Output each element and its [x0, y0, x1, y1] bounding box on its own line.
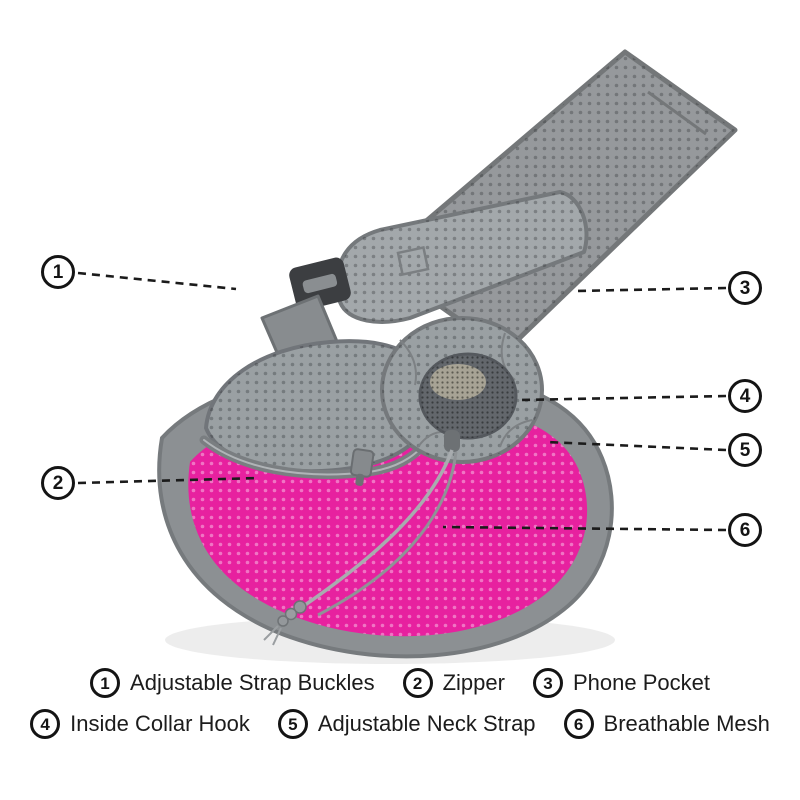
drawstring-cord — [263, 430, 460, 646]
bag-flap — [203, 339, 435, 474]
legend-badge-3: 3 — [532, 668, 563, 698]
callout-lines — [77, 271, 727, 532]
collar-opening — [380, 316, 544, 464]
callout-marker-2: 2 — [41, 466, 75, 500]
legend-item-5: 5 Adjustable Neck Strap — [277, 709, 536, 739]
callout-line-5 — [546, 440, 727, 452]
legend-row-1: 1 Adjustable Strap Buckles 2 Zipper 3 Ph… — [90, 668, 710, 698]
legend-badge-4: 4 — [30, 709, 61, 739]
callout-marker-6: 6 — [728, 513, 762, 547]
strap-pad — [335, 190, 589, 324]
legend: 1 Adjustable Strap Buckles 2 Zipper 3 Ph… — [0, 668, 800, 739]
pad-stitch-square — [396, 246, 430, 276]
zipper-slider — [349, 448, 375, 486]
callout-line-3 — [574, 286, 727, 293]
strap-buckle — [260, 257, 351, 366]
callout-line-4 — [518, 394, 727, 402]
legend-row-2: 4 Inside Collar Hook 5 Adjustable Neck S… — [30, 709, 770, 739]
callout-marker-4: 4 — [728, 379, 762, 413]
legend-item-2: 2 Zipper — [402, 668, 505, 698]
callout-marker-3: 3 — [728, 271, 762, 305]
legend-item-1: 1 Adjustable Strap Buckles — [90, 668, 375, 698]
legend-label-5: Adjustable Neck Strap — [317, 711, 536, 736]
legend-badge-1: 1 — [90, 668, 121, 698]
legend-badge-6: 6 — [563, 709, 594, 739]
legend-label-4: Inside Collar Hook — [70, 711, 250, 736]
zipper-trim — [199, 427, 435, 486]
callout-line-6 — [442, 525, 727, 532]
legend-item-6: 6 Breathable Mesh — [563, 709, 770, 739]
legend-label-1: Adjustable Strap Buckles — [130, 670, 375, 695]
legend-item-3: 3 Phone Pocket — [532, 668, 710, 698]
legend-item-4: 4 Inside Collar Hook — [30, 709, 250, 739]
callout-marker-1: 1 — [41, 255, 75, 289]
legend-label-3: Phone Pocket — [572, 670, 710, 695]
legend-label-2: Zipper — [442, 670, 505, 695]
legend-badge-5: 5 — [277, 709, 308, 739]
legend-badge-2: 2 — [402, 668, 433, 698]
callout-marker-5: 5 — [728, 433, 762, 467]
callout-line-1 — [77, 271, 237, 291]
legend-label-6: Breathable Mesh — [603, 711, 770, 736]
callout-line-2 — [77, 476, 260, 485]
